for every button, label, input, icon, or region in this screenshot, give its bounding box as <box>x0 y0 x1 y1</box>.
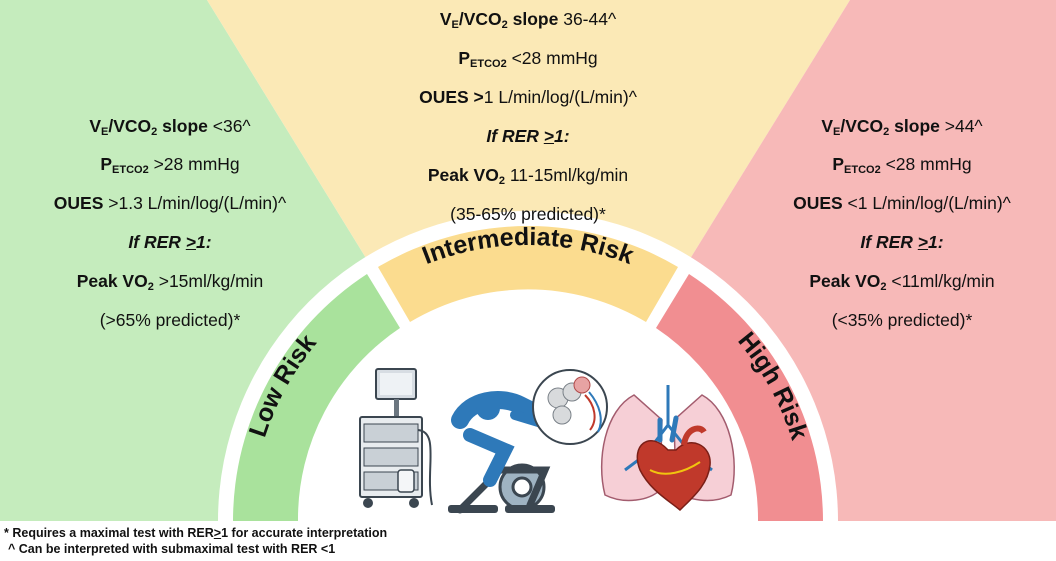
footnote-submaximal-test: ^ Can be interpreted with submaximal tes… <box>8 542 336 556</box>
high-predicted-line: (<35% predicted)* <box>831 310 973 330</box>
intermediate-petco2-line: PETCO2 <28 mmHg <box>458 48 598 70</box>
cpet-cart-icon <box>359 368 433 508</box>
intermediate-slope-line: VE/VCO2 slope 36-44^ <box>439 9 617 31</box>
low-oues-line: OUES >1.3 L/min/log/(L/min)^ <box>53 193 287 213</box>
intermediate-predicted-line: (35-65% predicted)* <box>450 204 606 224</box>
intermediate-risk-band <box>378 226 678 322</box>
footnote-maximal-test: * Requires a maximal test with RER>1 for… <box>4 526 388 540</box>
high-rer-condition: If RER >1: <box>860 232 944 252</box>
high-risk-band <box>656 274 823 521</box>
intermediate-peak-vo2-line: Peak VO2 11-15ml/kg/min <box>427 165 629 187</box>
alveoli-icon <box>532 369 608 445</box>
intermediate-rer-condition: If RER >1: <box>486 126 570 146</box>
low-peak-vo2-line: Peak VO2 >15ml/kg/min <box>76 271 264 293</box>
low-petco2-line: PETCO2 >28 mmHg <box>100 154 240 176</box>
low-predicted-line: (>65% predicted)* <box>99 310 241 330</box>
high-peak-vo2-line: Peak VO2 <11ml/kg/min <box>809 271 995 293</box>
low-risk-band <box>233 274 400 521</box>
intermediate-oues-line: OUES >1 L/min/log/(L/min)^ <box>419 87 637 107</box>
high-oues-line: OUES <1 L/min/log/(L/min)^ <box>793 193 1011 213</box>
high-slope-line: VE/VCO2 slope >44^ <box>821 116 983 138</box>
footnotes: * Requires a maximal test with RER>1 for… <box>4 525 387 557</box>
exercise-bike-cyclist-icon <box>448 391 556 514</box>
high-petco2-line: PETCO2 <28 mmHg <box>832 154 972 176</box>
heart-icon <box>636 415 711 512</box>
low-slope-line: VE/VCO2 slope <36^ <box>89 116 251 138</box>
low-rer-condition: If RER >1: <box>128 232 212 252</box>
